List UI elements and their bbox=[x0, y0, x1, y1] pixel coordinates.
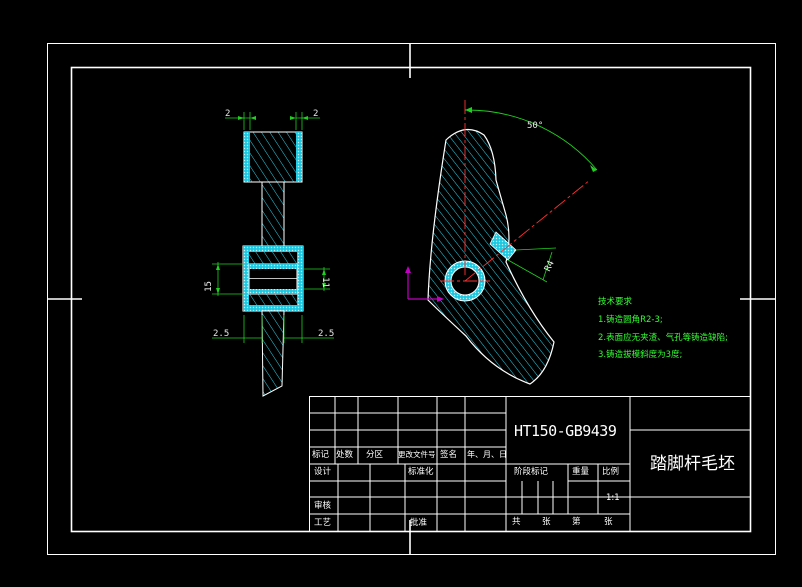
dim-bore-left: 15 bbox=[203, 281, 214, 292]
scale-value: 1:1 bbox=[606, 493, 620, 503]
front-view bbox=[405, 100, 598, 385]
sheet-number-label: 第 bbox=[572, 517, 581, 527]
review-label: 审核 bbox=[314, 501, 332, 511]
stage-mark-label: 阶段标记 bbox=[514, 467, 549, 477]
scale-label: 比例 bbox=[602, 467, 620, 477]
tech-requirements-title: 技术要求 bbox=[598, 297, 633, 307]
process-label: 工艺 bbox=[314, 518, 332, 528]
header-mark: 标记 bbox=[312, 450, 330, 460]
centering-marks bbox=[48, 44, 775, 554]
header-count: 处数 bbox=[336, 450, 354, 460]
dim-bottom-right: 2.5 bbox=[318, 329, 335, 339]
material-code: HT150-GB9439 bbox=[514, 422, 617, 440]
title-block-lines bbox=[309, 396, 751, 532]
lever-body bbox=[427, 129, 555, 385]
side-section-view bbox=[212, 112, 334, 397]
dim-bottom-left: 2.5 bbox=[213, 329, 230, 339]
tech-requirement-1: 1.铸造圆角R2-3; bbox=[598, 315, 663, 325]
approve-label: 批准 bbox=[410, 518, 428, 528]
header-date: 年、月、日 bbox=[467, 450, 507, 459]
upper-web bbox=[261, 181, 285, 247]
header-signature: 签名 bbox=[440, 450, 458, 460]
sheets-unit-1: 张 bbox=[542, 517, 551, 527]
lower-shank bbox=[261, 310, 285, 397]
weight-label: 重量 bbox=[572, 467, 590, 477]
tech-requirement-2: 2.表面应无夹渣、气孔等铸造缺陷; bbox=[598, 333, 728, 343]
ucs-icon bbox=[407, 270, 440, 300]
dim-bore-right: 11 bbox=[319, 277, 330, 288]
outer-frame bbox=[47, 43, 776, 555]
design-label: 设计 bbox=[314, 467, 332, 477]
tech-requirement-3: 3.铸造拔模斜度为3度; bbox=[598, 350, 683, 360]
sheets-unit-2: 张 bbox=[604, 517, 613, 527]
dim-top-right: 2 bbox=[313, 109, 319, 119]
total-sheets-label: 共 bbox=[512, 517, 521, 527]
top-flange bbox=[243, 131, 303, 183]
dim-top-left: 2 bbox=[225, 109, 231, 119]
header-change-doc: 更改文件号 bbox=[398, 450, 436, 459]
header-zone: 分区 bbox=[366, 450, 384, 460]
dim-angle: 50° bbox=[527, 121, 544, 131]
part-name: 踏脚杆毛坯 bbox=[650, 454, 735, 474]
standardization-label: 标准化 bbox=[408, 467, 434, 477]
